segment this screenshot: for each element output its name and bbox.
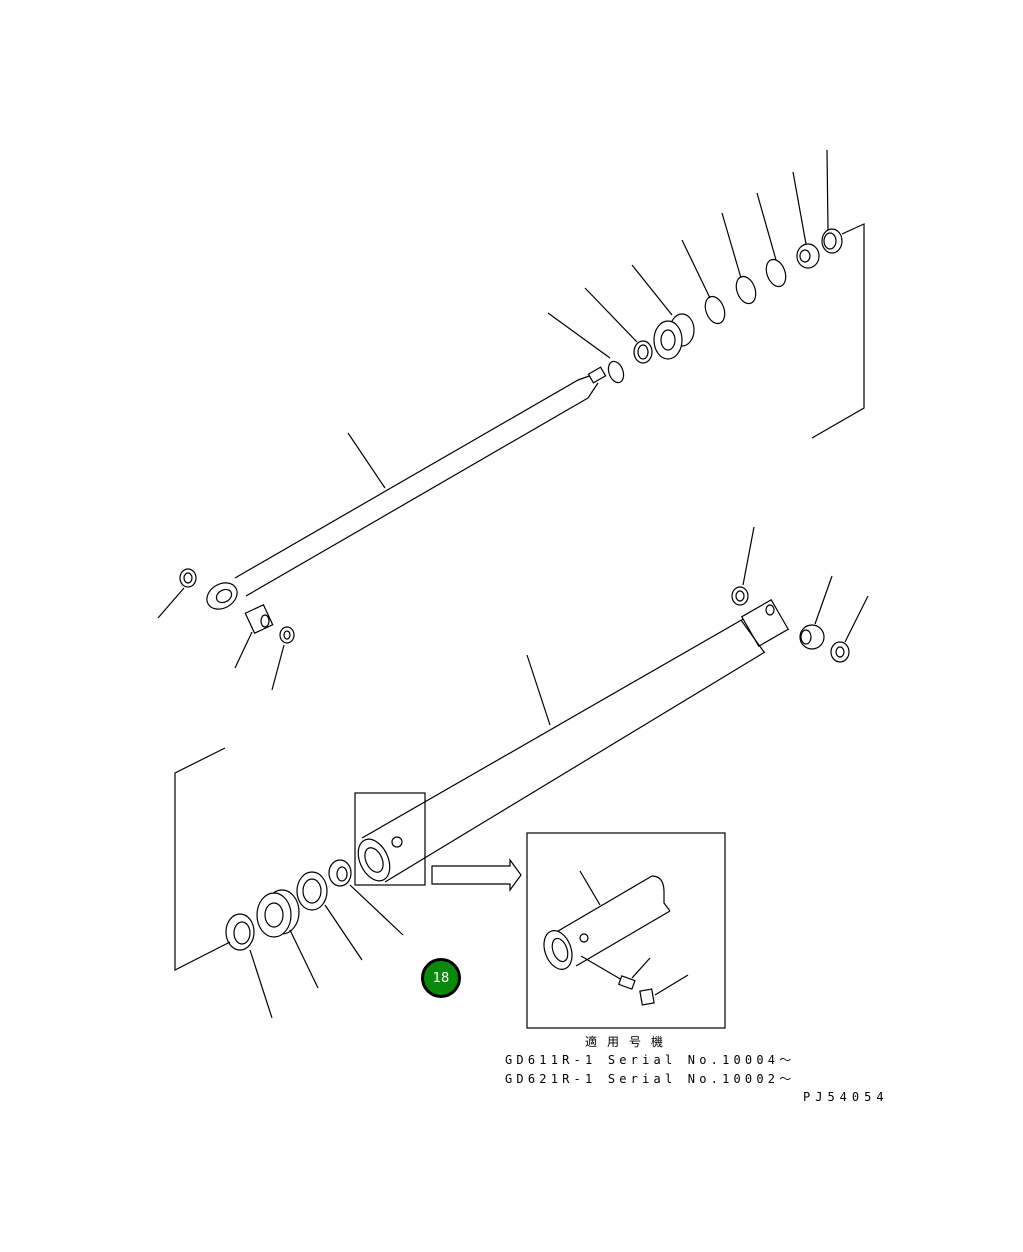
serial-line-1: GD611R-1 Serial No.10004～	[505, 1053, 796, 1067]
leader-lines-top	[547, 149, 865, 439]
callout-badge[interactable]: 18	[421, 958, 461, 998]
leader-line	[347, 432, 386, 489]
tube-end-parts	[731, 526, 869, 663]
rod-seal-parts	[607, 228, 843, 384]
drawing-code: PJ54054	[803, 1090, 889, 1104]
piston-rod	[206, 366, 607, 610]
leader-line	[526, 654, 551, 726]
inset-detail	[526, 832, 726, 1029]
rod-end-parts	[157, 568, 295, 691]
piston-parts	[174, 747, 404, 1019]
applicable-models-heading: 適用号機	[585, 1035, 674, 1049]
detail-callout-box	[354, 792, 426, 886]
arrow-icon	[431, 858, 522, 892]
cylinder-tube	[357, 598, 790, 883]
serial-line-2: GD621R-1 Serial No.10002～	[505, 1072, 796, 1086]
